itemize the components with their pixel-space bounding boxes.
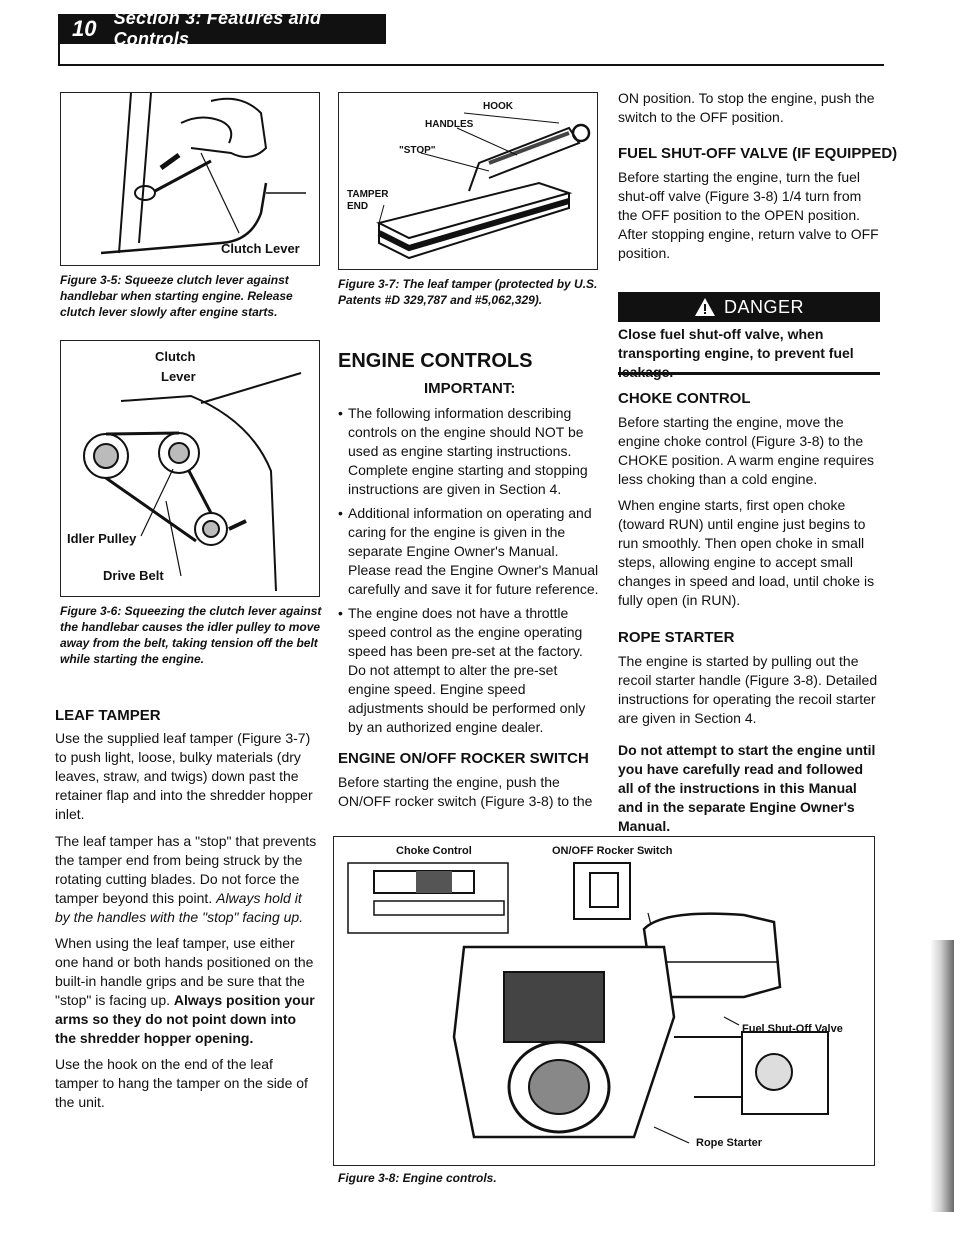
figure-3-6-caption: Figure 3-6: Squeezing the clutch lever a… — [60, 604, 322, 666]
leaf-tamper-paragraph-4: Use the hook on the end of the leaf tamp… — [55, 1056, 308, 1110]
section-title: Section 3: Features and Controls — [113, 8, 322, 49]
leaf-tamper-p3-bold: Always position your arms so they do not… — [55, 992, 315, 1046]
leaf-tamper-paragraph-1: Use the supplied leaf tamper (Figure 3-7… — [55, 730, 313, 822]
leaf-tamper-paragraph-3: When using the leaf tamper, use either o… — [55, 934, 317, 1048]
figure-3-8-box: Choke Control ON/OFF Rocker Switch Fuel … — [333, 836, 875, 1166]
page-number: 10 — [72, 16, 97, 41]
stop-label: "STOP" — [399, 145, 436, 156]
list-item: Additional information on operating and … — [338, 504, 602, 599]
hook-label: HOOK — [483, 101, 513, 112]
leaf-tamper-p2-text: The leaf tamper has a "stop" that preven… — [55, 833, 317, 906]
onoff-rocker-switch-label: ON/OFF Rocker Switch — [552, 845, 673, 857]
leaf-tamper-p2-italic: Always hold it by the handles with the "… — [55, 890, 304, 925]
section-header-bar: 10 Section 3: Features and Controls — [58, 8, 386, 49]
choke-control-label: Choke Control — [396, 845, 472, 857]
handles-label: HANDLES — [425, 119, 474, 130]
figure-3-5-caption: Figure 3-5: Squeeze clutch lever against… — [60, 273, 293, 319]
rope-starter-label: Rope Starter — [696, 1137, 763, 1149]
end-label: END — [347, 201, 369, 212]
leaf-tamper-p3-text: When using the leaf tamper, use either o… — [55, 935, 314, 1008]
choke-paragraph-2: When engine starts, first open choke (to… — [618, 497, 875, 608]
list-item: The following information describing con… — [338, 404, 602, 499]
leaf-tamper-paragraph-2: The leaf tamper has a "stop" that preven… — [55, 832, 317, 927]
lever-label: Lever — [161, 369, 196, 384]
important-label: IMPORTANT: — [424, 380, 516, 397]
tamper-label: TAMPER — [347, 189, 389, 200]
danger-banner: DANGER — [618, 292, 880, 322]
clutch-lever-label: Clutch Lever — [221, 241, 300, 256]
clutch-lever-illustration — [100, 92, 306, 255]
header-rule — [58, 64, 884, 66]
danger-title: DANGER — [723, 296, 804, 317]
figure-3-7-caption: Figure 3-7: The leaf tamper (protected b… — [338, 277, 598, 307]
rope-starter-warning: Do not attempt to start the engine until… — [618, 742, 876, 834]
idler-pulley-label: Idler Pulley — [67, 531, 137, 546]
figure-3-5-box: Clutch Lever — [60, 92, 320, 266]
engine-controls-list: The following information describing con… — [338, 404, 602, 742]
rocker-switch-heading: ENGINE ON/OFF ROCKER SWITCH — [338, 750, 589, 767]
choke-control-heading: CHOKE CONTROL — [618, 390, 751, 407]
idler-pulley-illustration — [83, 372, 302, 592]
leaf-tamper-heading: LEAF TAMPER — [55, 707, 161, 724]
danger-rule — [618, 372, 880, 375]
figure-3-8-caption: Figure 3-8: Engine controls. — [338, 1171, 497, 1185]
header-rule-left — [58, 44, 60, 66]
rope-starter-paragraph-1: The engine is started by pulling out the… — [618, 653, 878, 726]
engine-controls-heading: ENGINE CONTROLS — [338, 350, 533, 372]
fuel-shutoff-valve-label: Fuel Shut-Off Valve — [742, 1023, 843, 1035]
fuel-valve-paragraph: Before starting the engine, turn the fue… — [618, 169, 879, 261]
clutch-label: Clutch — [155, 349, 196, 364]
list-item: The engine does not have a throttle spee… — [338, 604, 602, 737]
leaf-tamper-illustration — [376, 112, 591, 260]
rope-starter-heading: ROPE STARTER — [618, 629, 735, 646]
engine-controls-illustration — [347, 862, 829, 1144]
fuel-valve-heading: FUEL SHUT-OFF VALVE (IF EQUIPPED) — [618, 145, 898, 162]
drive-belt-label: Drive Belt — [103, 568, 164, 583]
figure-3-7-box: HOOK HANDLES "STOP" TAMPER END — [338, 92, 598, 270]
rocker-switch-paragraph-2: ON position. To stop the engine, push th… — [618, 90, 875, 125]
rocker-switch-paragraph-1: Before starting the engine, push the ON/… — [338, 774, 593, 809]
warning-triangle-icon — [694, 298, 715, 316]
figure-3-6-box: Clutch Lever Idler Pulley Drive Belt — [60, 340, 320, 597]
choke-paragraph-1: Before starting the engine, move the eng… — [618, 414, 875, 487]
scan-shadow — [930, 940, 954, 1212]
